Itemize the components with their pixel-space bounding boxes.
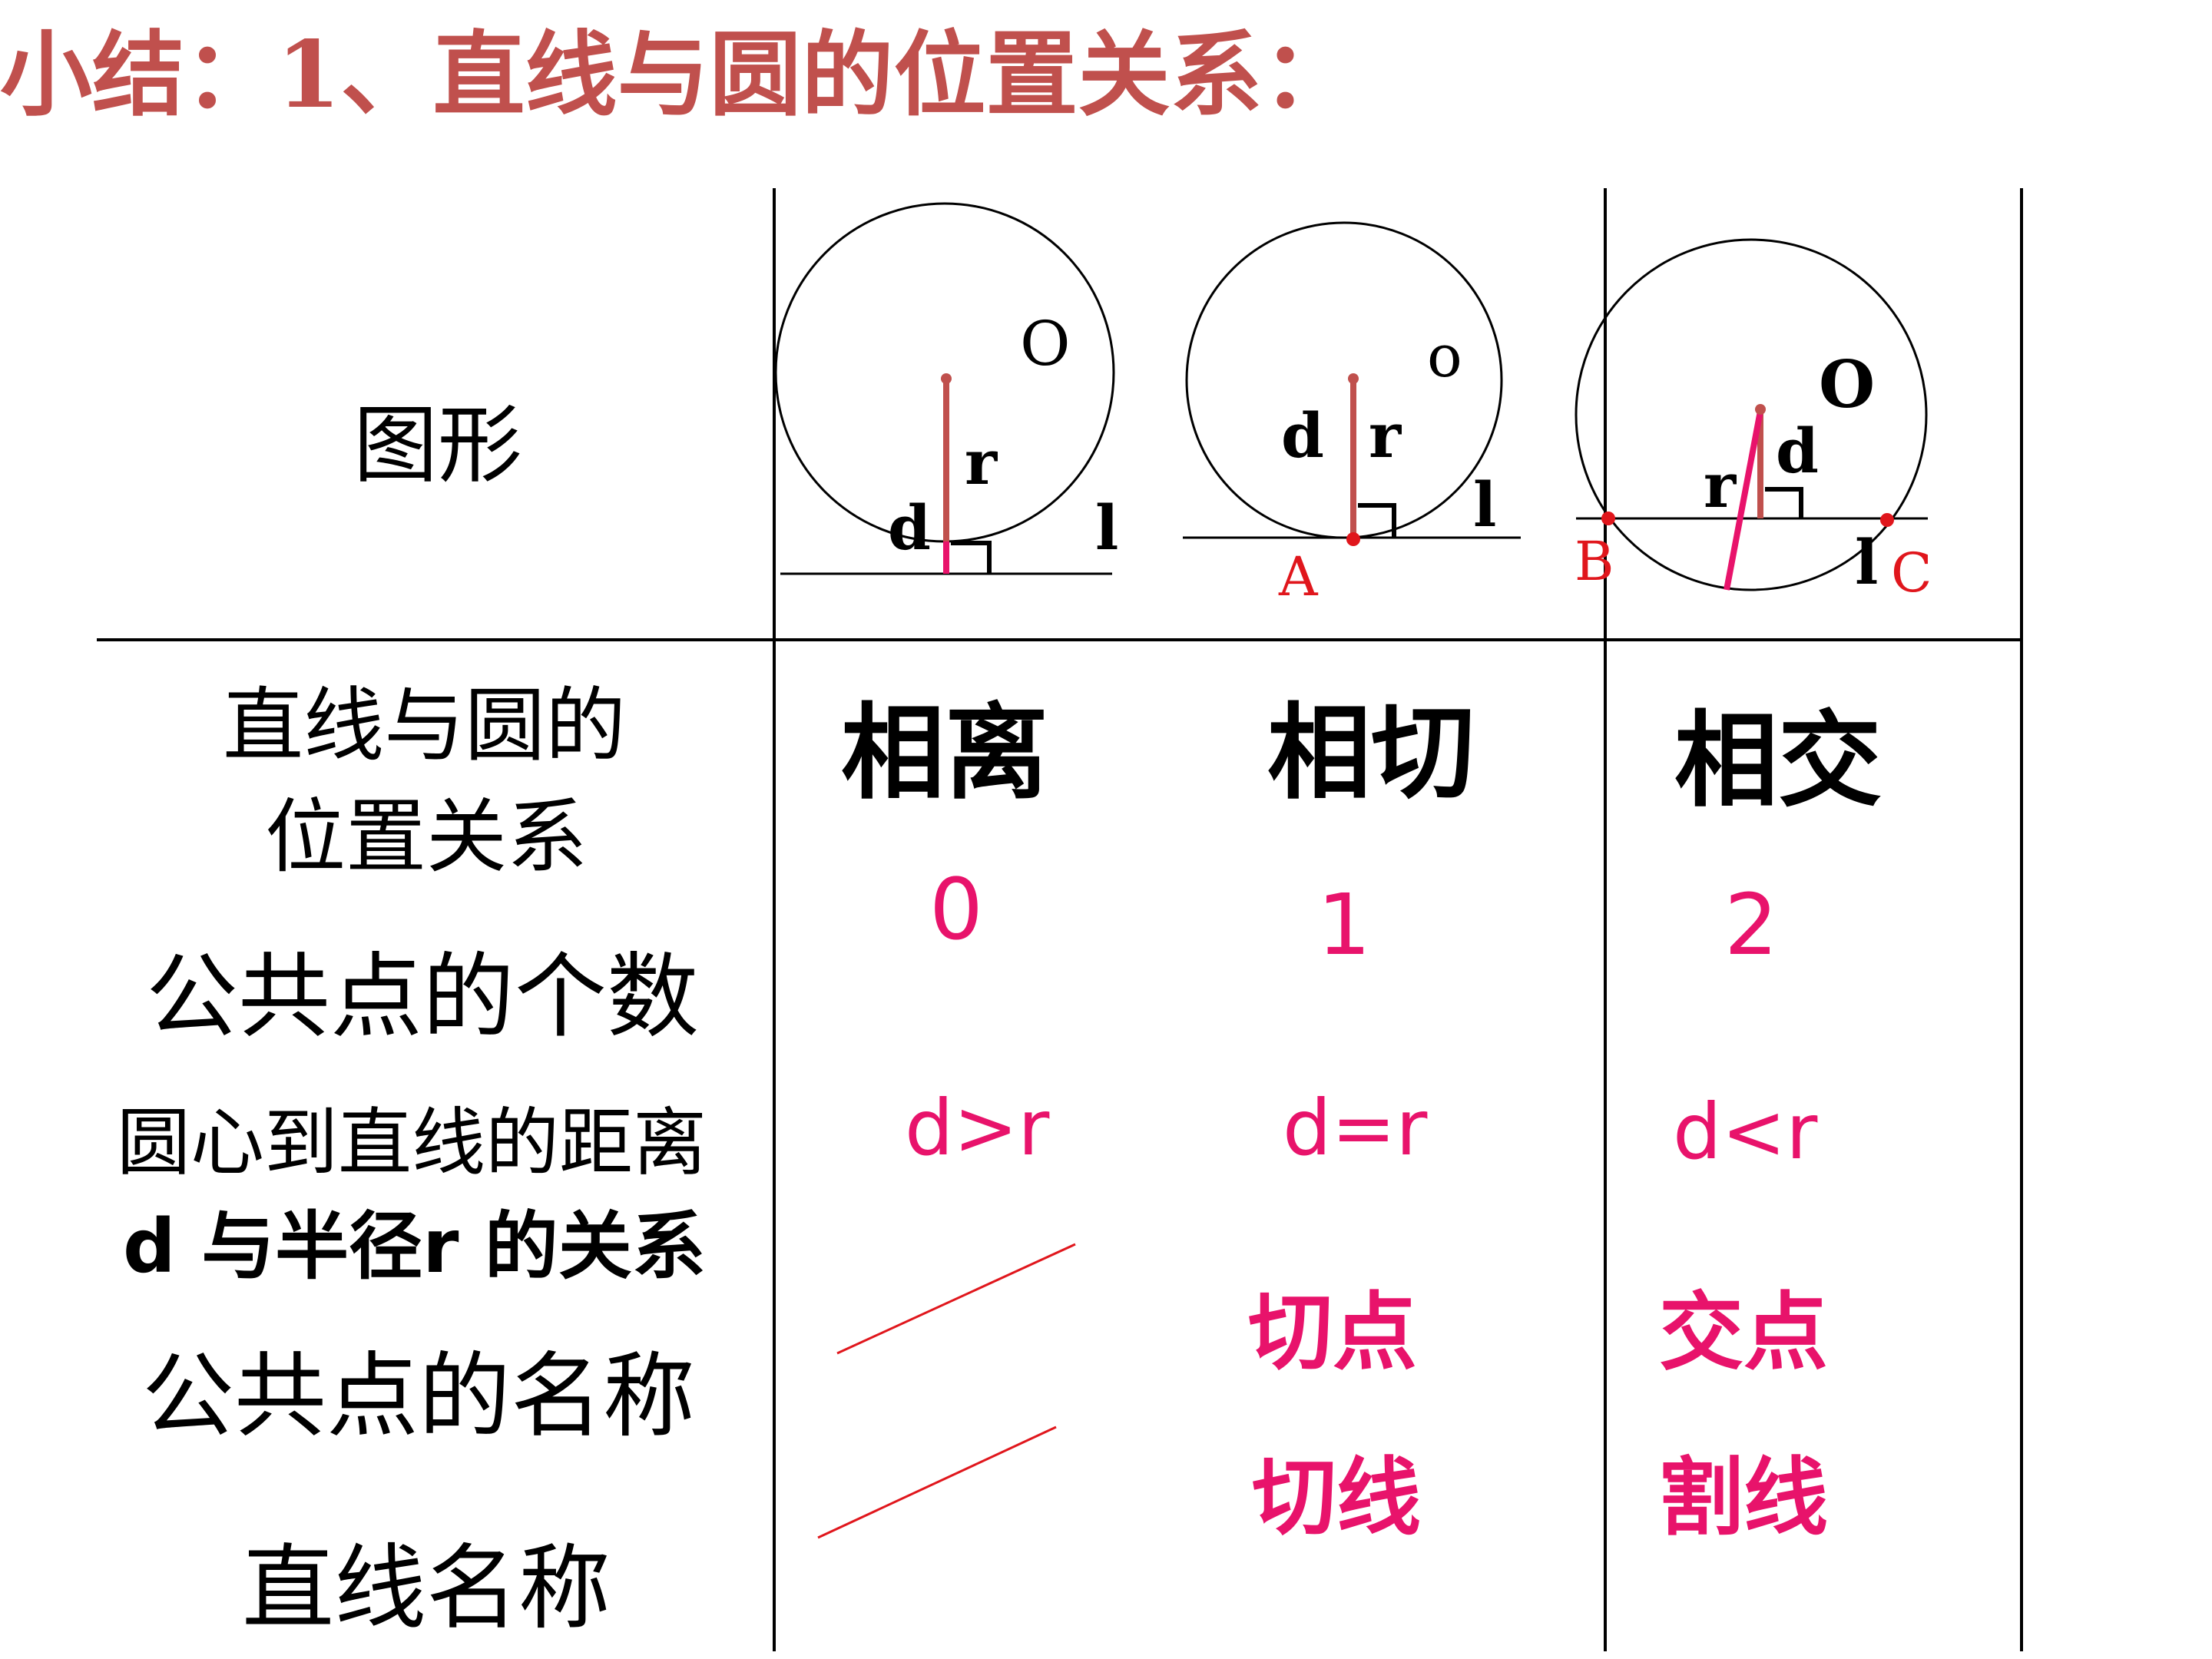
line-label-separate: l xyxy=(1095,492,1118,564)
right-angle-tangent xyxy=(1358,503,1396,538)
row-label-distance-2: d 与半径r 的关系 xyxy=(123,1204,706,1290)
point-b-dot xyxy=(1601,512,1615,525)
row-label-relation-1: 直线与圆的 xyxy=(223,679,627,773)
point-a-dot xyxy=(1346,532,1360,546)
point-c-label: C xyxy=(1891,541,1932,604)
count-separate: 0 xyxy=(929,860,983,959)
center-dot-separate xyxy=(941,373,952,384)
distance-intersect-text: d<r xyxy=(1673,1087,1818,1177)
right-angle-separate xyxy=(951,541,992,574)
relation-separate: 相离 xyxy=(841,693,1048,813)
point-c-dot xyxy=(1880,513,1894,527)
radius-label-intersect: r xyxy=(1704,449,1737,522)
relation-intersect: 相交 xyxy=(1674,700,1882,821)
row-label-figure: 图形 xyxy=(353,396,522,495)
circle-intersect xyxy=(1575,238,1928,591)
figure-tangent: o d r l A xyxy=(1183,221,1521,608)
distance-separate-text: d>r xyxy=(905,1083,1050,1173)
no-line-name-mark xyxy=(817,1426,1057,1539)
no-point-name-mark xyxy=(836,1243,1076,1355)
line-name-intersect: 割线 xyxy=(1659,1449,1828,1547)
page-title: 小结：1、直线与圆的位置关系： xyxy=(0,21,1355,129)
line-name-tangent: 切线 xyxy=(1252,1449,1421,1547)
center-dot-intersect xyxy=(1755,404,1766,415)
row-label-line-name: 直线名称 xyxy=(242,1535,611,1642)
center-dot-tangent xyxy=(1348,373,1359,384)
row-label-count: 公共点的个数 xyxy=(146,944,699,1051)
count-intersect: 2 xyxy=(1724,876,1778,974)
dist-label-separate: d xyxy=(888,492,931,564)
relation-tangent: 相切 xyxy=(1267,693,1475,813)
point-b-label: B xyxy=(1575,530,1614,593)
dist-label-tangent: d xyxy=(1281,399,1324,472)
line-label-intersect: l xyxy=(1855,526,1878,598)
center-label-separate: O xyxy=(1020,308,1071,379)
row-label-distance-1: 圆心到直线的距离 xyxy=(117,1100,707,1186)
center-label-tangent: o xyxy=(1427,322,1462,390)
count-tangent: 1 xyxy=(1317,876,1371,974)
figure-separate: O r d l xyxy=(774,202,1118,575)
point-a-label: A xyxy=(1278,545,1319,608)
line-label-tangent: l xyxy=(1473,469,1496,541)
radius-label-tangent: r xyxy=(1369,399,1402,472)
dist-label-intersect: d xyxy=(1776,415,1819,487)
row-label-point-name: 公共点的名称 xyxy=(142,1343,695,1450)
figure-intersect: O d r l B C xyxy=(1575,238,1932,604)
radius-label-separate: r xyxy=(965,426,998,498)
row-label-relation-2: 位置关系 xyxy=(265,790,588,884)
point-name-intersect: 交点 xyxy=(1659,1283,1828,1382)
point-name-tangent: 切点 xyxy=(1248,1283,1417,1382)
radius-intersect xyxy=(1724,410,1763,591)
right-angle-intersect xyxy=(1765,487,1803,518)
center-label-intersect: O xyxy=(1819,346,1875,422)
distance-tangent-text: d=r xyxy=(1283,1083,1428,1173)
